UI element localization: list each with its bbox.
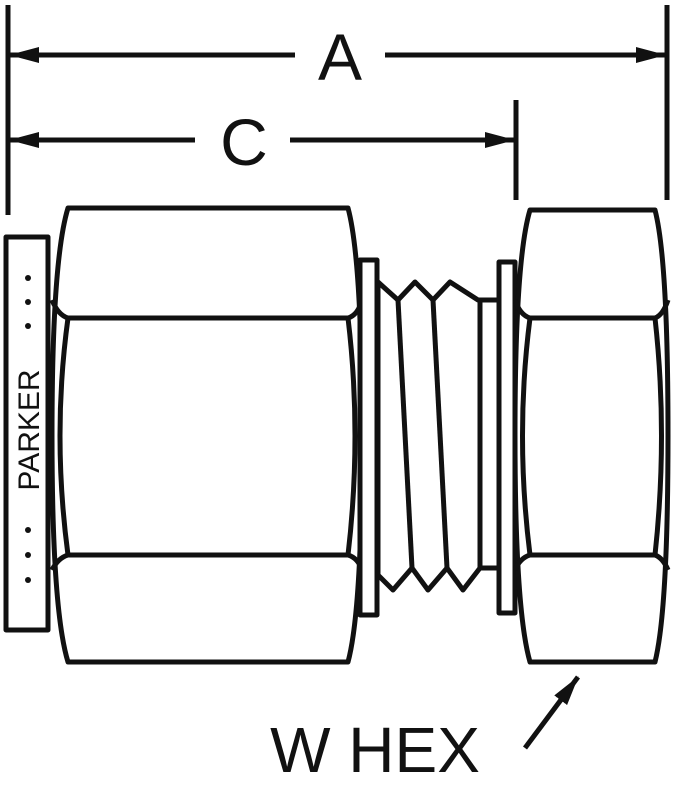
dimension-a-label: A	[318, 20, 362, 94]
parker-ring: PARKER	[3, 234, 51, 633]
dimension-c: C	[9, 105, 515, 179]
extension-lines	[5, 5, 670, 215]
left-washer	[357, 257, 380, 618]
parker-marking: PARKER	[13, 369, 46, 490]
w-hex-callout: W HEX	[270, 675, 581, 785]
dimension-c-label: C	[220, 105, 268, 179]
left-hex-nut	[49, 205, 365, 665]
right-hex-nut	[512, 207, 671, 665]
dimension-a: A	[9, 20, 666, 94]
w-hex-label: W HEX	[270, 714, 480, 785]
thread-section	[375, 279, 503, 593]
